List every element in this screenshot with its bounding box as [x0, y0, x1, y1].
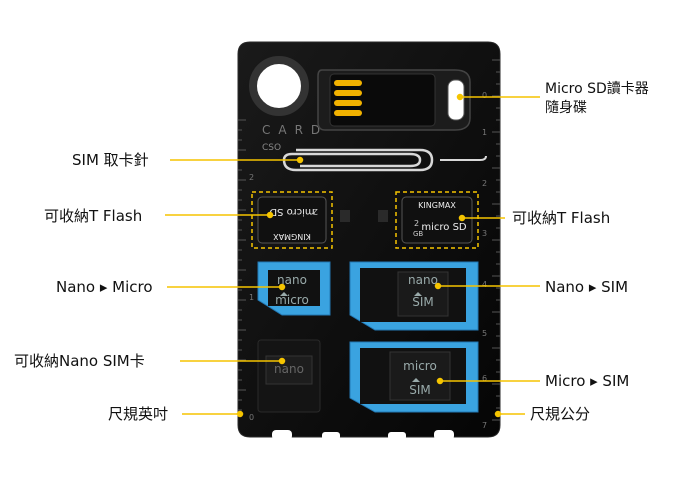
- tflash-left-capacity: 2: [313, 207, 318, 216]
- usb-contacts: [334, 80, 362, 116]
- callout-micro-sim: Micro ▸ SIM: [545, 372, 630, 390]
- callout-tflash-right: 可收納T Flash: [512, 209, 611, 227]
- ruler-left-label-0: 0: [249, 413, 254, 422]
- nano-sim-adapter: nano SIM: [349, 261, 479, 331]
- ruler-right-label-3: 3: [482, 229, 487, 238]
- card-brand: CARD: [262, 123, 328, 137]
- tflash-right-capacity: 2: [414, 219, 419, 228]
- micro-sim-top: micro: [403, 359, 437, 373]
- micro-sim-bottom: SIM: [409, 383, 431, 397]
- ruler-right: [492, 59, 500, 421]
- card-code: CSO: [262, 143, 281, 153]
- ruler-right-labels: 0 1 2 3 4 5 6 7: [482, 91, 487, 430]
- nano-sim-top: nano: [408, 273, 438, 287]
- callout-nano-sim: Nano ▸ SIM: [545, 278, 629, 296]
- tflash-right-logo: micro SD: [421, 222, 467, 233]
- callout-ruler-cm: 尺規公分: [530, 405, 591, 423]
- nano-sim-bottom: SIM: [412, 295, 434, 309]
- ruler-right-label-7: 7: [482, 421, 487, 430]
- center-slots: [340, 210, 388, 222]
- tflash-left-logo: micro SD: [269, 206, 315, 217]
- bottom-notches: [272, 430, 454, 440]
- callout-nano-sim-holder: 可收納Nano SIM卡: [14, 352, 145, 370]
- ruler-right-label-0: 0: [482, 91, 487, 100]
- ruler-left-label-2: 2: [249, 173, 254, 182]
- keyring-hole: [249, 56, 309, 116]
- callout-tflash-left: 可收納T Flash: [44, 207, 143, 225]
- ruler-right-label-2: 2: [482, 179, 487, 188]
- microsd-reader: [317, 69, 471, 131]
- nano-micro-bottom: micro: [275, 293, 309, 307]
- ruler-right-label-1: 1: [482, 128, 487, 137]
- tflash-right: KINGMAX 2 GB micro SD: [395, 191, 479, 249]
- leader-lines: [165, 93, 540, 418]
- ruler-right-label-6: 6: [482, 374, 487, 383]
- ruler-right-label-4: 4: [482, 280, 487, 289]
- callout-nano-micro: Nano ▸ Micro: [56, 278, 153, 296]
- tflash-right-unit: GB: [413, 230, 423, 238]
- tflash-left-brand: KINGMAX: [273, 232, 311, 241]
- nano-micro-adapter: nano micro: [257, 261, 331, 316]
- tflash-right-brand: KINGMAX: [418, 201, 456, 210]
- card-body: [237, 41, 501, 438]
- nano-sim-holder: nano: [257, 339, 321, 413]
- ruler-right-label-5: 5: [482, 329, 487, 338]
- tflash-left: micro SD KINGMAX 2: [251, 191, 333, 249]
- callout-microsd-reader: Micro SD讀卡器 隨身碟: [545, 81, 649, 116]
- nano-micro-top: nano: [277, 273, 307, 287]
- ruler-left-label-1: 1: [249, 293, 254, 302]
- callout-sim-pin: SIM 取卡針: [72, 151, 149, 169]
- micro-sim-adapter: micro SIM: [349, 341, 479, 413]
- nano-slot-top: nano: [274, 362, 304, 376]
- callout-ruler-inch: 尺規英吋: [108, 405, 169, 423]
